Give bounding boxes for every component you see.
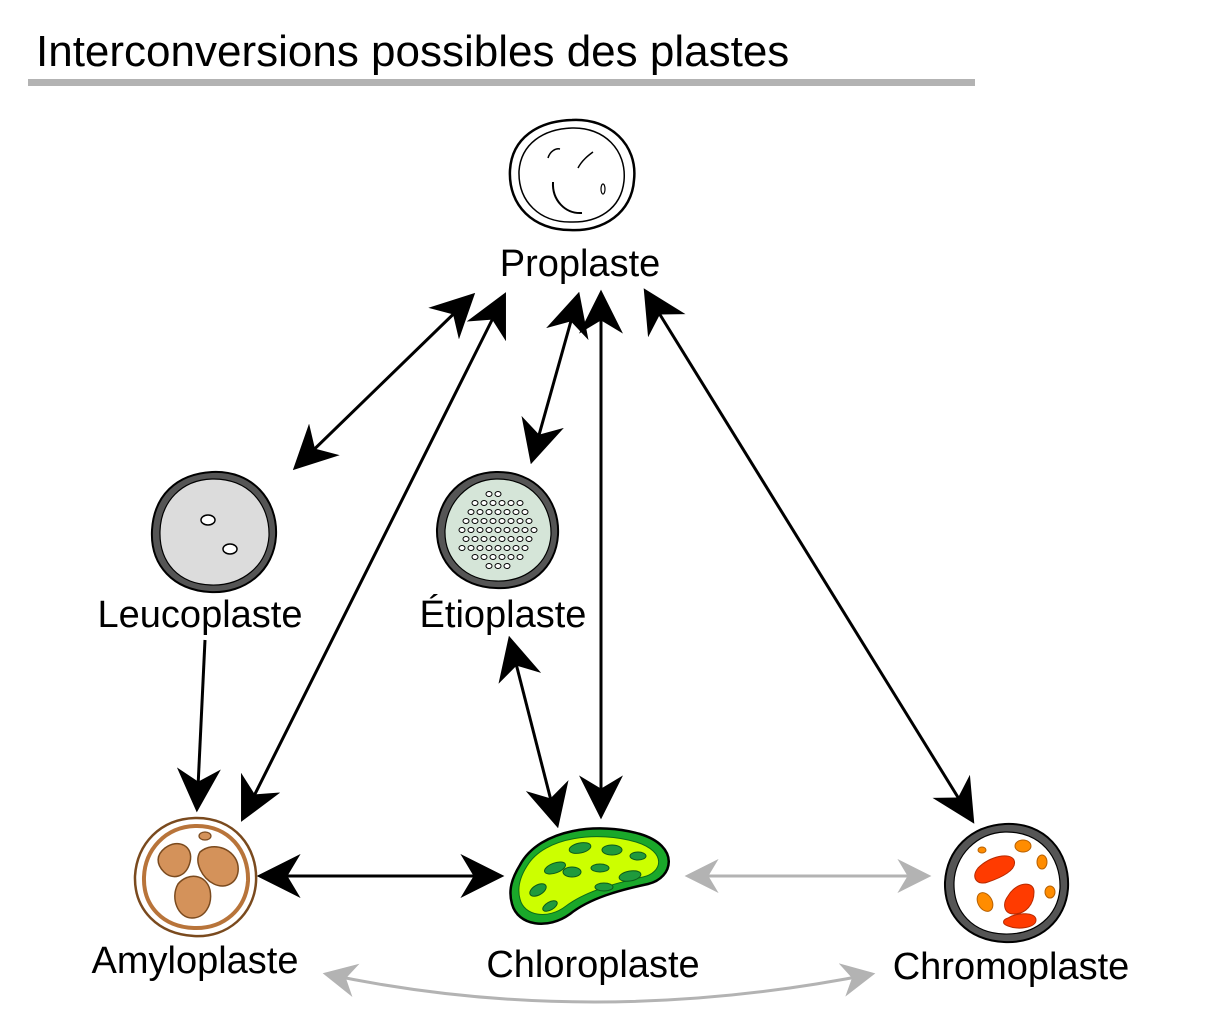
node-label-amyloplaste: Amyloplaste — [92, 940, 299, 982]
arrow-proplaste-etioplaste — [521, 291, 589, 465]
proplaste-illustration — [508, 118, 636, 232]
arrow-proplaste-chromoplaste — [643, 288, 975, 824]
amyloplaste-illustration — [133, 816, 258, 938]
node-label-chloroplaste: Chloroplaste — [486, 944, 699, 986]
chloroplaste-illustration — [509, 827, 670, 925]
arrows — [176, 288, 975, 898]
arrow-proplaste-leucoplaste — [292, 292, 476, 471]
node-label-chromoplaste: Chromoplaste — [893, 946, 1130, 988]
title-underline — [28, 79, 975, 86]
node-label-etioplaste: Étioplaste — [420, 593, 587, 636]
diagram-title: Interconversions possibles des plastes — [36, 27, 789, 76]
leucoplaste-illustration — [150, 470, 278, 594]
etioplaste-illustration — [435, 470, 560, 590]
chromoplaste-illustration — [943, 822, 1070, 944]
arrow-leucoplaste-amyloplaste — [176, 639, 221, 813]
node-label-leucoplaste: Leucoplaste — [98, 594, 303, 636]
node-label-proplaste: Proplaste — [500, 243, 661, 285]
arrow-proplaste-amyloplaste — [241, 292, 506, 822]
arrow-amyloplaste-chromoplaste — [322, 963, 876, 1004]
weak-arrows — [322, 859, 932, 1004]
arrow-etioplaste-chloroplaste — [498, 635, 569, 829]
